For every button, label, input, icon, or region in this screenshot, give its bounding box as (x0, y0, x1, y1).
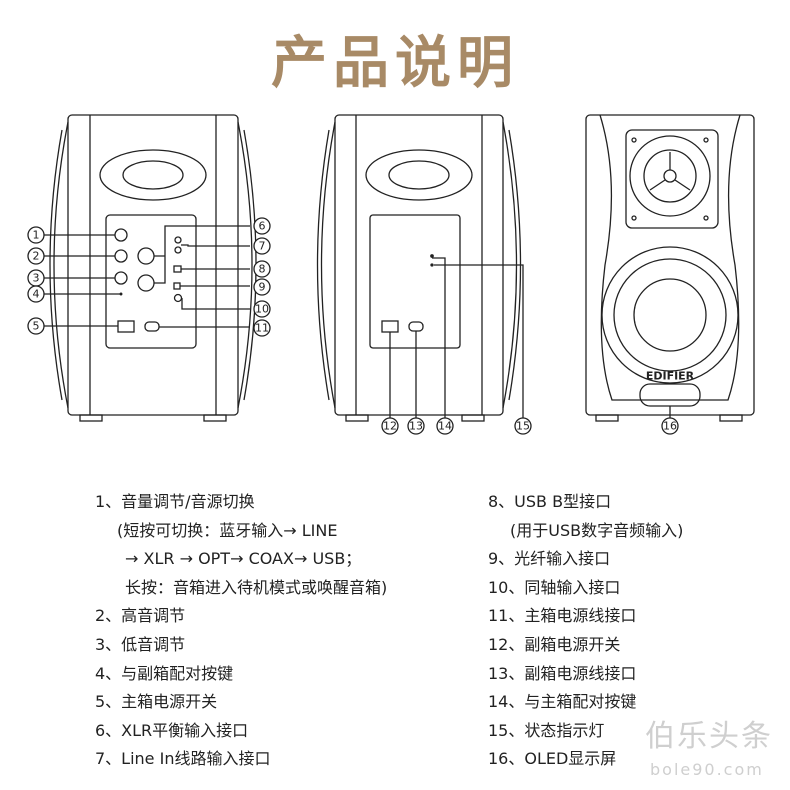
legend-item-13: 13、副箱电源线接口 (488, 663, 637, 683)
legend-item-1-note-a: (短按可切换：蓝牙输入→ LINE (117, 520, 338, 540)
legend-item-1-note-c: 长按：音箱进入待机模式或唤醒音箱) (125, 577, 388, 597)
legend-item-1-note-b: → XLR → OPT→ COAX→ USB； (125, 549, 362, 569)
callout-2: 2 (33, 250, 40, 263)
legend-item-1: 1、音量调节/音源切换 (95, 492, 255, 511)
legend-item-12: 12、副箱电源开关 (488, 634, 621, 654)
legend-item-15: 15、状态指示灯 (488, 720, 605, 740)
legend-item-10: 10、同轴输入接口 (488, 577, 621, 597)
callout-10: 10 (255, 303, 269, 316)
legend-item-2: 2、高音调节 (95, 606, 186, 626)
legend-left: 1、音量调节/音源切换 (短按可切换：蓝牙输入→ LINE → XLR → OP… (95, 488, 387, 774)
legend-item-14: 14、与主箱配对按键 (488, 692, 637, 712)
callout-3: 3 (33, 272, 40, 285)
callouts-left (27, 217, 271, 337)
watermark-url: bole90.com (650, 760, 764, 779)
legend-item-4: 4、与副箱配对按键 (95, 663, 234, 683)
speaker-front (585, 114, 755, 435)
legend-item-3: 3、低音调节 (95, 634, 186, 654)
speaker-diagrams: 1 2 3 4 5 6 7 8 9 10 11 12 (27, 114, 755, 435)
callout-8: 8 (259, 263, 266, 276)
callout-6: 6 (259, 220, 266, 233)
legend-right: 8、USB B型接口 (用于USB数字音频输入) 9、光纤输入接口 10、同轴输… (488, 488, 683, 774)
callout-15: 15 (516, 420, 530, 433)
legend-item-9: 9、光纤输入接口 (488, 549, 611, 569)
main-speaker-back (42, 114, 257, 422)
legend-item-7: 7、Line In线路输入接口 (95, 749, 271, 769)
passive-speaker-back (316, 114, 524, 422)
callout-11: 11 (255, 322, 269, 335)
legend-item-11: 11、主箱电源线接口 (488, 606, 637, 626)
page-title: 产品说明 (271, 31, 519, 96)
brand-logo: EDIFIER (646, 370, 695, 383)
legend-item-8-note: (用于USB数字音频输入) (510, 520, 684, 540)
legend-item-6: 6、XLR平衡输入接口 (95, 720, 249, 740)
callout-14: 14 (438, 420, 452, 433)
callout-12: 12 (383, 420, 397, 433)
callout-13: 13 (409, 420, 423, 433)
legend-item-5: 5、主箱电源开关 (95, 692, 218, 712)
callout-4: 4 (33, 288, 40, 301)
callout-16: 16 (663, 420, 677, 433)
callout-1: 1 (33, 229, 40, 242)
callout-9: 9 (259, 281, 266, 294)
callout-7: 7 (259, 240, 266, 253)
watermark: 伯乐头条 (645, 719, 773, 754)
legend-item-8: 8、USB B型接口 (488, 492, 612, 511)
callout-5: 5 (33, 320, 40, 333)
legend-item-16: 16、OLED显示屏 (488, 749, 617, 769)
